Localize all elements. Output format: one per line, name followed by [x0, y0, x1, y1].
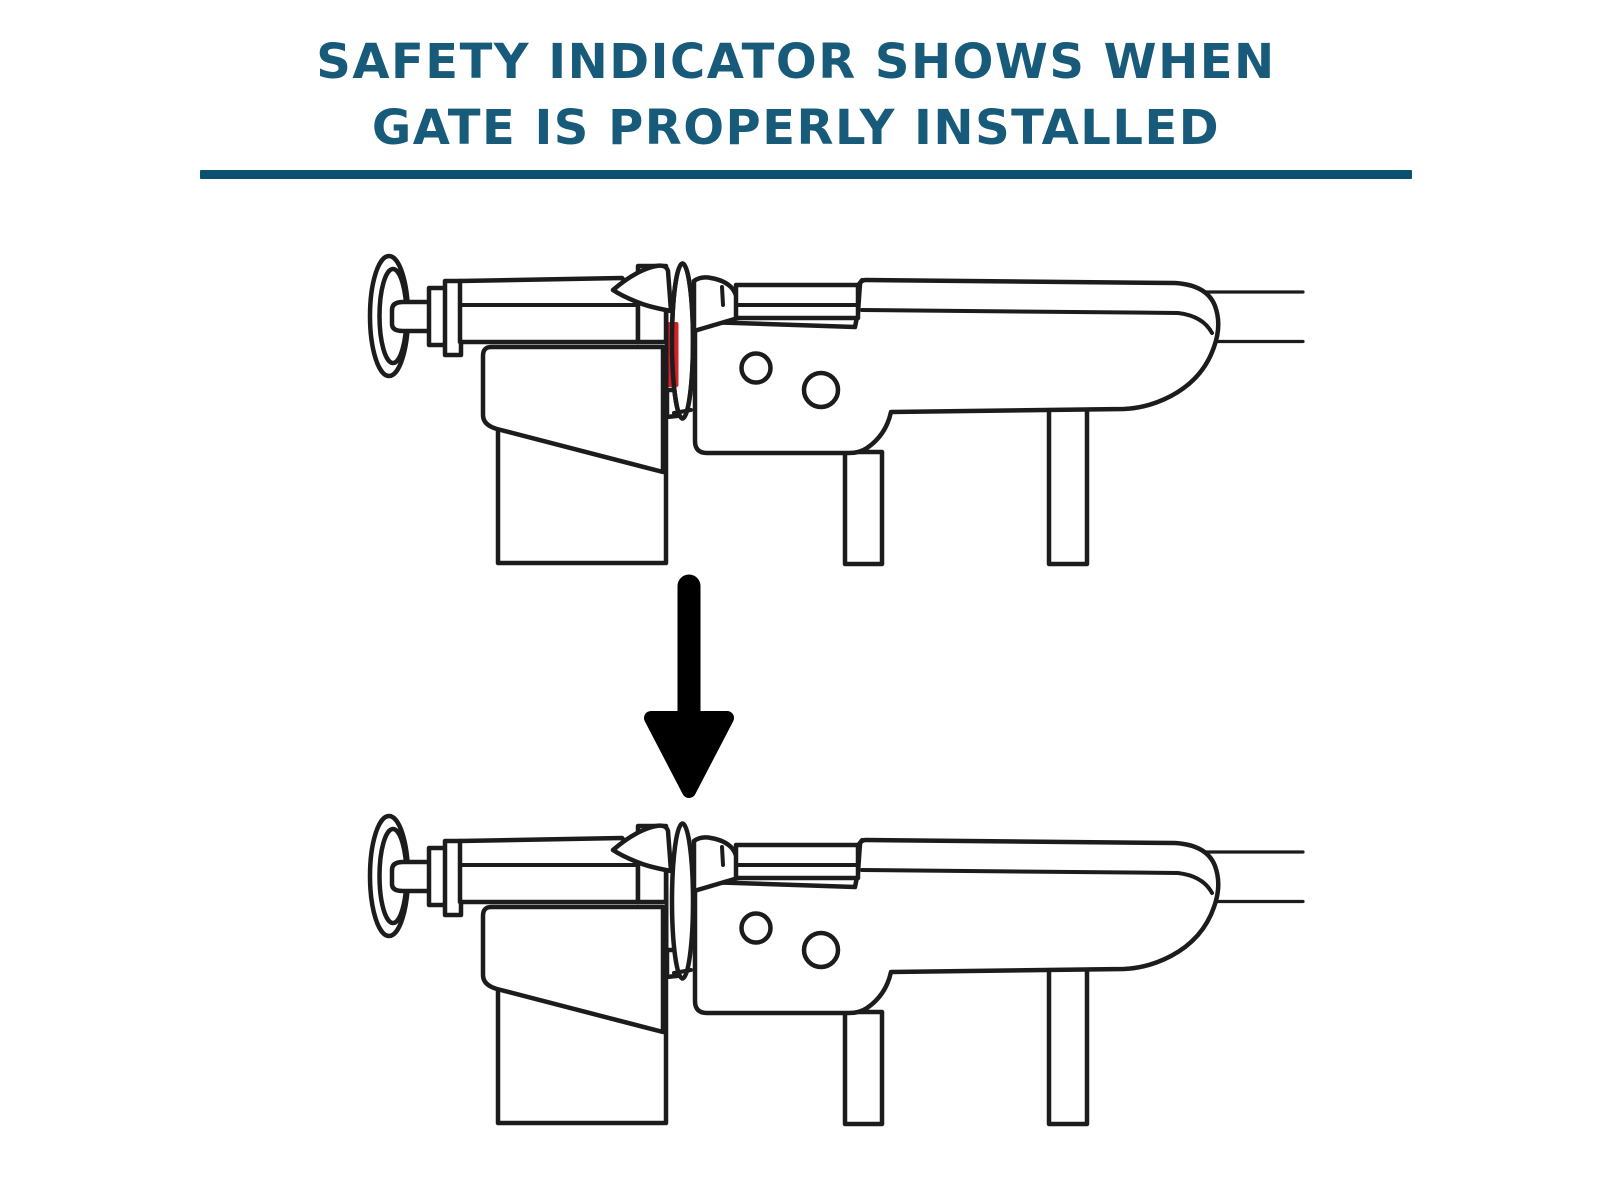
down-arrow-icon	[644, 574, 734, 798]
safety-indicator-visible	[664, 261, 696, 421]
title-divider-rule	[200, 170, 1412, 179]
figure-step2-properly-installed	[370, 816, 1303, 1124]
figure-step1-indicator-showing	[370, 256, 1303, 564]
page-title-line1: SAFETY INDICATOR SHOWS WHEN	[316, 34, 1275, 90]
gate-post-oval-outline-over	[669, 261, 696, 421]
page-title-line2: GATE IS PROPERLY INSTALLED	[372, 100, 1220, 156]
